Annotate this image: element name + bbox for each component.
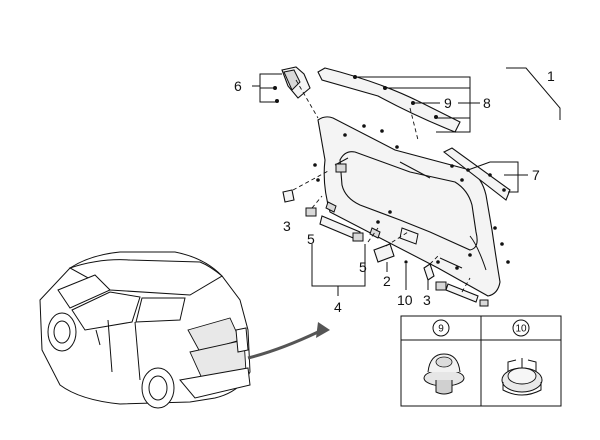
callout-2: 2 xyxy=(383,273,391,289)
callout-5-left: 5 xyxy=(307,231,315,247)
small-parts xyxy=(282,189,489,307)
callout-7: 7 xyxy=(532,167,540,183)
callout-10: 10 xyxy=(397,292,413,308)
detail-table: 9 10 xyxy=(400,315,562,407)
callout-leader-lines xyxy=(252,67,561,296)
callout-3-right: 3 xyxy=(423,292,431,308)
clip-nut-icon xyxy=(501,358,543,396)
detail-10-label: 10 xyxy=(515,324,527,335)
callout-numbers: 1 2 3 3 4 5 5 6 7 8 9 10 xyxy=(234,68,555,315)
push-clip-icon xyxy=(423,353,465,395)
tailgate-trim-panel xyxy=(313,116,510,297)
callout-8: 8 xyxy=(483,95,491,111)
dashed-leader-lines xyxy=(292,79,471,293)
detail-10-label-circle xyxy=(512,319,530,337)
callout-3-left: 3 xyxy=(283,218,291,234)
callout-6: 6 xyxy=(234,78,242,94)
detail-9-label-circle xyxy=(432,319,450,337)
vehicle-illustration xyxy=(39,251,330,409)
callout-4: 4 xyxy=(334,299,342,315)
corner-trim-piece xyxy=(273,66,311,103)
detail-9-label: 9 xyxy=(438,324,444,335)
upper-garnish xyxy=(317,67,461,133)
callout-9: 9 xyxy=(444,95,452,111)
callout-5-right: 5 xyxy=(359,259,367,275)
side-garnish-strip xyxy=(442,147,511,201)
callout-1: 1 xyxy=(547,68,555,84)
